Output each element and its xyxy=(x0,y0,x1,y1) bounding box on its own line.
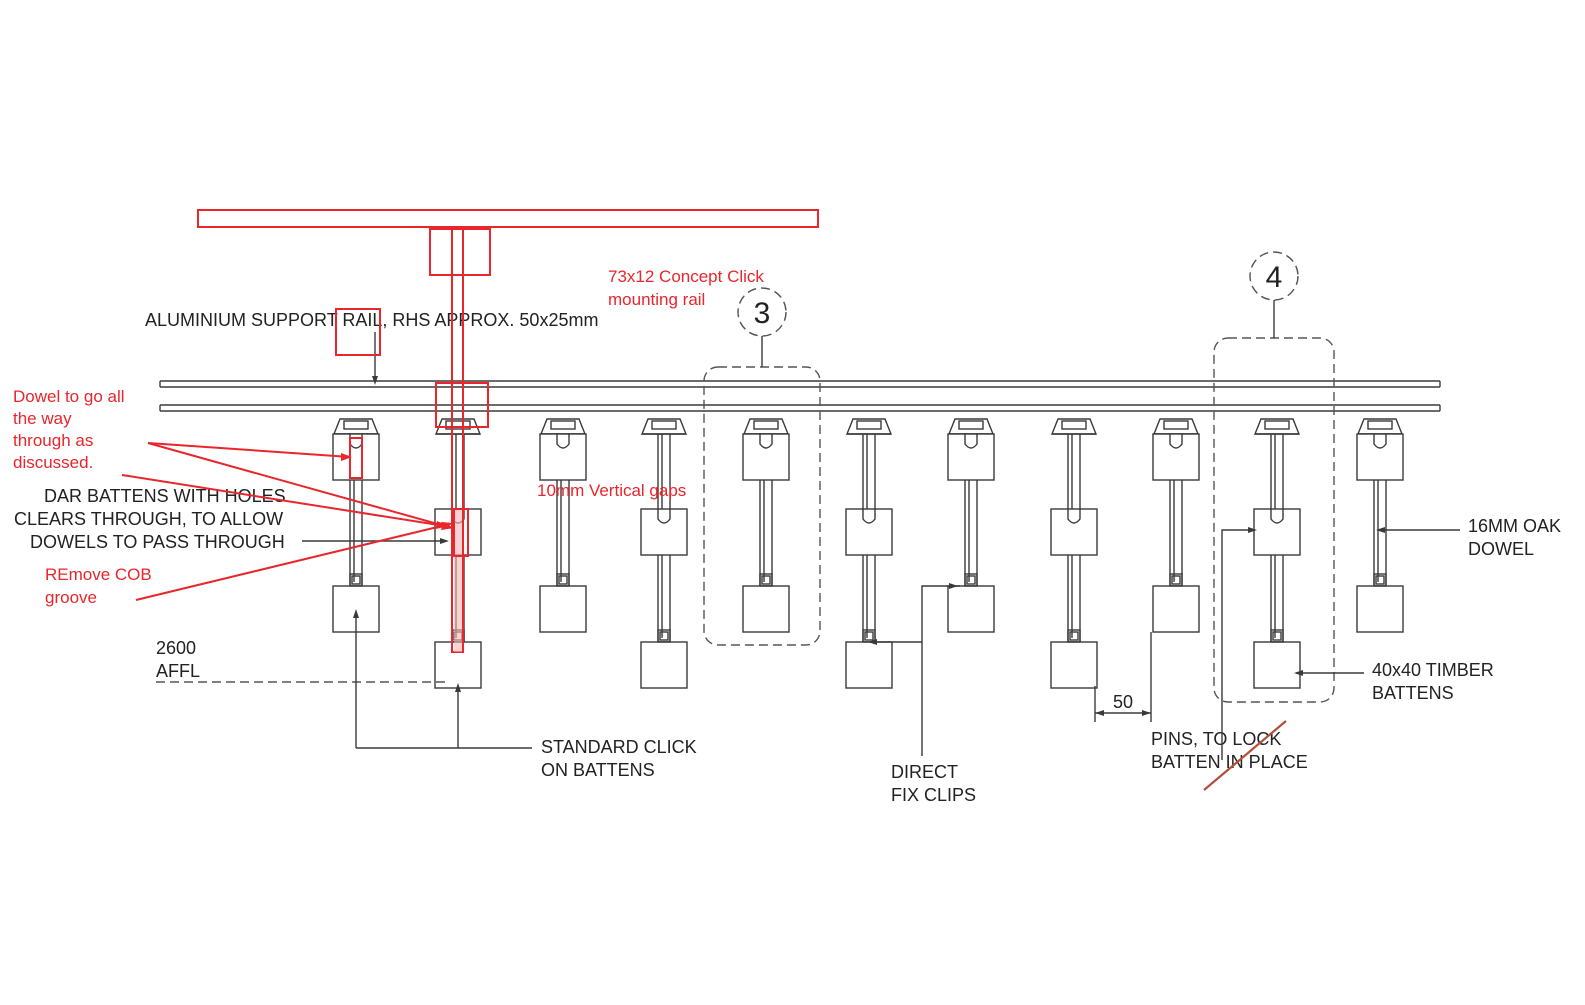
batten-column xyxy=(332,418,380,633)
timber-batten xyxy=(1253,641,1301,689)
mounting-rail-note-line2: mounting rail xyxy=(608,290,705,309)
vertical-gaps-note: 10mm Vertical gaps xyxy=(537,481,686,500)
detail-3-number: 3 xyxy=(754,297,771,330)
remove-cob-line1: REmove COB xyxy=(45,565,152,584)
direct-fix-line2: FIX CLIPS xyxy=(891,785,976,805)
lock-pin xyxy=(1272,631,1282,641)
timber-batten xyxy=(1050,508,1098,556)
batten-column xyxy=(947,418,995,633)
batten-column xyxy=(1253,418,1301,689)
standard-click-line2: ON BATTENS xyxy=(541,760,655,780)
timber-batten xyxy=(1050,641,1098,689)
standard-click-line1: STANDARD CLICK xyxy=(541,737,697,757)
lock-pin xyxy=(659,631,669,641)
pins-line2: BATTEN IN PLACE xyxy=(1151,752,1308,772)
remove-cob-line2: groove xyxy=(45,588,97,607)
detail-callout-3: 3 xyxy=(703,287,821,646)
affl-level: 2600 xyxy=(156,638,196,658)
oak-dowel-line2: DOWEL xyxy=(1468,539,1534,559)
timber-battens-line1: 40x40 TIMBER xyxy=(1372,660,1494,680)
affl-unit: AFFL xyxy=(156,661,200,681)
dowel-note-line3: through as xyxy=(13,431,93,450)
detail-4-number: 4 xyxy=(1266,261,1283,294)
lock-pin xyxy=(1375,575,1385,585)
timber-batten xyxy=(742,585,790,633)
support-rail-label: ALUMINIUM SUPPORT RAIL, RHS APPROX. 50x2… xyxy=(145,310,598,330)
dowel-note-line2: the way xyxy=(13,409,72,428)
dowel-note-line1: Dowel to go all xyxy=(13,387,125,406)
timber-batten xyxy=(1253,508,1301,556)
lock-pin xyxy=(966,575,976,585)
red-markup: 73x12 Concept Click mounting rail Dowel … xyxy=(13,209,1287,791)
pins-line1: PINS, TO LOCK xyxy=(1151,729,1281,749)
batten-column xyxy=(1152,418,1200,633)
dowel-note-line4: discussed. xyxy=(13,453,93,472)
timber-batten xyxy=(947,433,995,481)
mounting-rail-note-line1: 73x12 Concept Click xyxy=(608,267,764,286)
batten-column xyxy=(1050,418,1098,689)
timber-batten xyxy=(845,508,893,556)
timber-batten xyxy=(640,508,688,556)
timber-batten xyxy=(1152,585,1200,633)
batten-column xyxy=(845,418,893,689)
batten-column xyxy=(640,418,688,689)
timber-batten xyxy=(640,641,688,689)
batten-column xyxy=(742,418,790,633)
batten-columns xyxy=(332,418,1404,689)
timber-batten xyxy=(539,585,587,633)
lock-pin xyxy=(864,631,874,641)
timber-batten xyxy=(1152,433,1200,481)
timber-batten xyxy=(539,433,587,481)
lock-pin xyxy=(761,575,771,585)
battens-label-line3: DOWELS TO PASS THROUGH xyxy=(30,532,285,552)
timber-batten xyxy=(742,433,790,481)
detail-callout-4: 4 xyxy=(1213,251,1335,703)
aluminium-support-rail xyxy=(159,380,1441,412)
direct-fix-line1: DIRECT xyxy=(891,762,958,782)
lock-pin xyxy=(1069,631,1079,641)
batten-column xyxy=(539,418,587,633)
timber-batten xyxy=(947,585,995,633)
lock-pin xyxy=(558,575,568,585)
timber-batten xyxy=(1356,585,1404,633)
timber-batten xyxy=(1356,433,1404,481)
lock-pin xyxy=(351,575,361,585)
oak-dowel-line1: 16MM OAK xyxy=(1468,516,1561,536)
battens-label-line2: CLEARS THROUGH, TO ALLOW xyxy=(14,509,283,529)
concept-click-mounting-rail xyxy=(197,209,819,228)
lock-pin xyxy=(1171,575,1181,585)
timber-batten xyxy=(845,641,893,689)
dimension-50: 50 xyxy=(1113,692,1133,712)
batten-column xyxy=(1356,418,1404,633)
timber-battens-line2: BATTENS xyxy=(1372,683,1454,703)
annotations: ALUMINIUM SUPPORT RAIL, RHS APPROX. 50x2… xyxy=(14,310,1561,805)
